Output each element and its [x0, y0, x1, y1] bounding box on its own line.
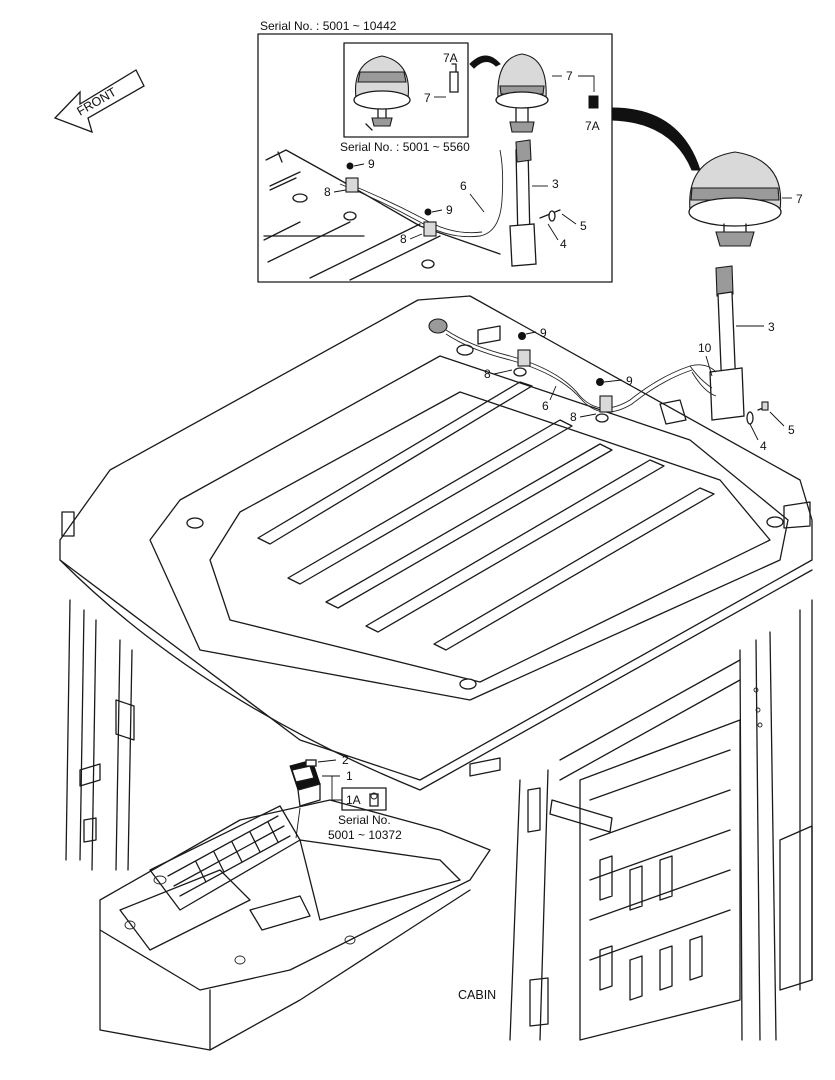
switch-serial-line2: 5001 ~ 10372: [328, 828, 402, 842]
callout-2: 2: [342, 753, 349, 767]
switch-serial-line1: Serial No.: [338, 813, 391, 827]
cabin-frame: [65, 599, 813, 1041]
mounting-pole: [509, 139, 537, 267]
callout-9-inset-b: 9: [446, 203, 453, 217]
callout-1a: 1A: [346, 793, 361, 807]
mounting-pole-main: [709, 265, 745, 421]
callout-8-inset-b: 8: [400, 232, 407, 246]
callout-3-inset: 3: [552, 177, 559, 191]
pointer-arrow-icon: [611, 107, 701, 171]
rocker-switch-icon: [289, 759, 321, 807]
callout-7-inset: 7: [566, 69, 573, 83]
bulb-icon: [449, 63, 459, 93]
callout-7-main: 7: [796, 192, 803, 206]
callout-7a-inset: 7A: [443, 51, 458, 65]
screw-icon: [518, 332, 526, 340]
inset-serial-main: Serial No. : 5001 ~ 10442: [260, 19, 397, 33]
callout-4-inset: 4: [560, 237, 567, 251]
callout-9-inset-a: 9: [368, 157, 375, 171]
beacon-lamp-icon: [353, 55, 411, 131]
callout-8-main-a: 8: [484, 367, 491, 381]
callout-8-inset-a: 8: [324, 185, 331, 199]
cabin-label: CABIN: [458, 988, 496, 1002]
beacon-lamp-main: [688, 151, 782, 247]
callout-6-main: 6: [542, 399, 549, 413]
callout-1: 1: [346, 769, 353, 783]
beacon-lamp-icon: [495, 53, 549, 133]
callout-3-main: 3: [768, 320, 775, 334]
callout-10: 10: [698, 341, 712, 355]
inset-serial-sub: Serial No. : 5001 ~ 5560: [340, 140, 470, 154]
screw-icon: [596, 378, 604, 386]
callout-5-inset: 5: [580, 219, 587, 233]
callout-9-main-b: 9: [626, 374, 633, 388]
callout-8-main-b: 8: [570, 410, 577, 424]
callout-7-sub: 7: [424, 91, 431, 105]
console: [99, 799, 491, 1051]
callout-7a-right: 7A: [585, 119, 600, 133]
callout-4-main: 4: [760, 439, 767, 453]
callout-9-main-a: 9: [540, 326, 547, 340]
wire-harness: [428, 318, 717, 423]
front-arrow-icon: FRONT: [53, 69, 145, 134]
inset-box: Serial No. : 5001 ~ 10442 Serial No. : 5…: [257, 19, 613, 283]
callout-6-inset: 6: [460, 179, 467, 193]
callout-5-main: 5: [788, 423, 795, 437]
cabin-roof: [59, 295, 813, 791]
bulb-icon: [588, 95, 599, 109]
switch-bulb-icon: [369, 792, 379, 807]
